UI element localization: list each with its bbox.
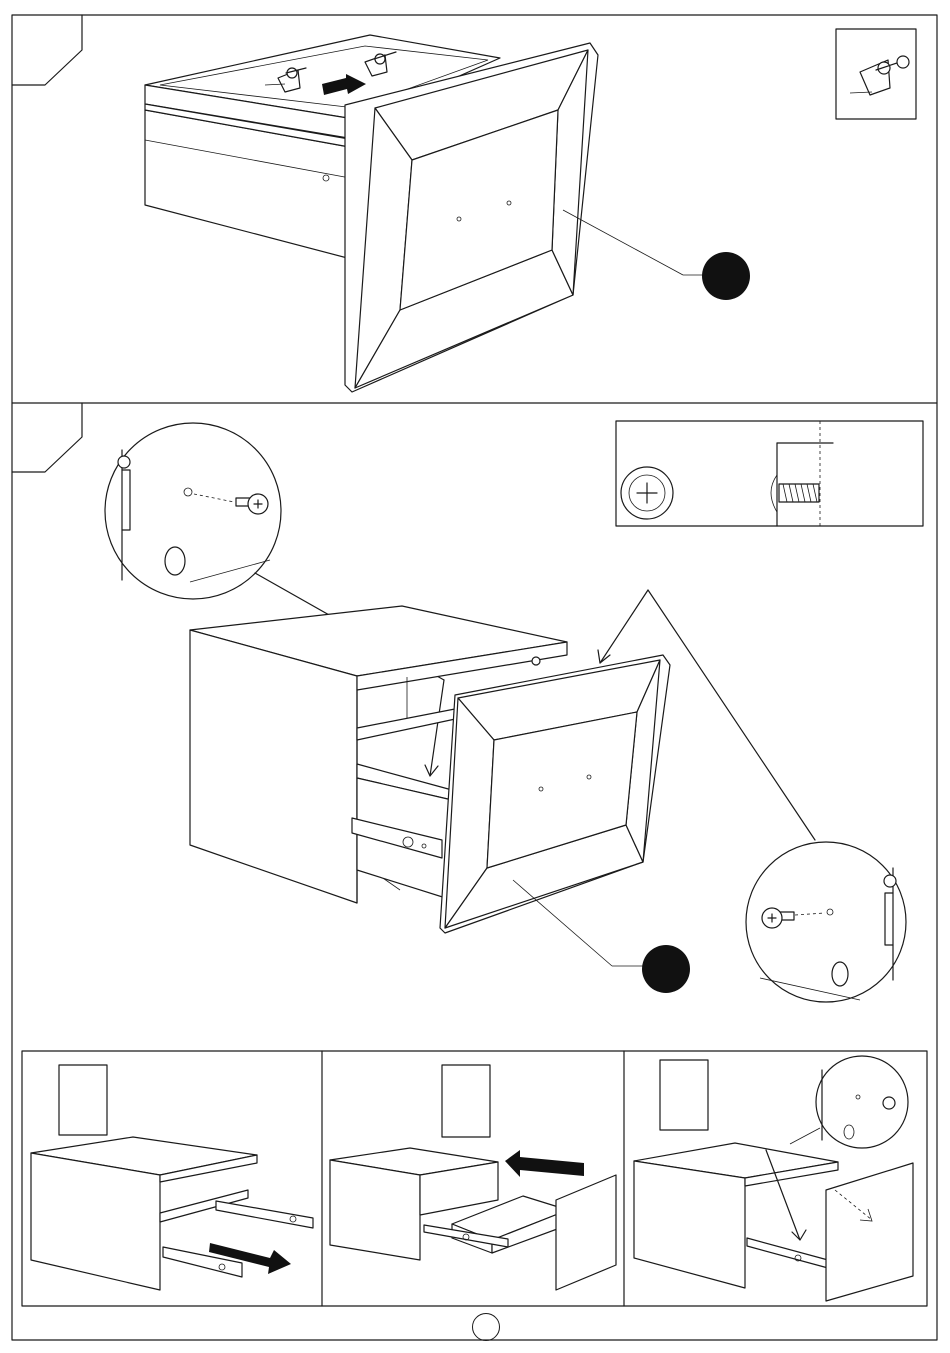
drawer-slide-upper (216, 1201, 313, 1228)
hardware-detail-box-upper (836, 29, 916, 119)
drawer-runner (352, 764, 452, 900)
sub-step-2-panel (330, 1065, 616, 1290)
part-marker-middle (642, 945, 690, 993)
drawer-front-attached (826, 1163, 913, 1301)
step-number-badge-middle (12, 403, 82, 472)
detail-leader-right-b (648, 590, 815, 840)
drawer-front-panel (345, 43, 598, 392)
sub-step-1-label-box (59, 1065, 107, 1135)
part-marker-leader (563, 210, 683, 275)
sub-step-2-label-box (442, 1065, 490, 1137)
detail-leader-right-a (600, 590, 648, 663)
push-arrow-drawer (505, 1150, 584, 1177)
step-middle-panel (12, 403, 923, 1002)
step-upper-panel (12, 15, 916, 392)
sub-step-1-panel (31, 1065, 313, 1290)
part-marker-leader-middle (513, 880, 612, 966)
drawer-front-panel-middle (440, 655, 670, 933)
step-number-badge (12, 15, 82, 85)
drawer-front-small (556, 1175, 616, 1290)
part-marker-upper (702, 252, 750, 300)
page-number-badge (472, 1313, 500, 1341)
sub-step-3-label-box (660, 1060, 708, 1130)
hardware-detail-box-middle (616, 421, 923, 526)
sub-step-3-panel (634, 1056, 913, 1301)
magnified-screw-detail-right (746, 842, 906, 1002)
